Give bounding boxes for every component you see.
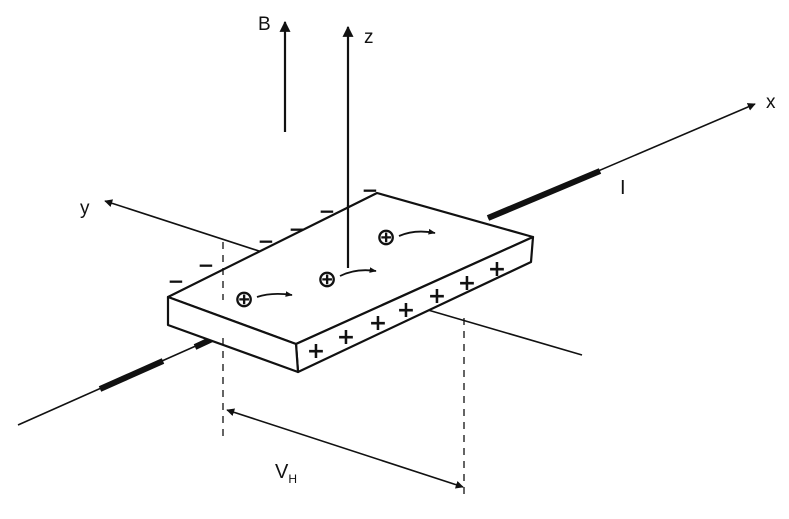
plus-sign: + <box>428 284 446 309</box>
x-axis-label: x <box>766 92 776 113</box>
y-axis-label: y <box>80 198 90 219</box>
negative-charges: − − − − − − <box>168 178 379 293</box>
hall-voltage-arrow <box>226 408 464 489</box>
hall-voltage-subscript: H <box>288 472 297 486</box>
positive-carrier-symbol: ⊕ <box>376 223 396 251</box>
x-axis <box>17 103 756 426</box>
projection-lines <box>222 242 465 496</box>
minus-sign: − <box>198 253 215 277</box>
positive-carrier-2: ⊕ <box>317 265 377 293</box>
plus-sign: + <box>397 298 415 323</box>
plus-sign: + <box>458 271 476 296</box>
plus-sign: + <box>307 339 325 364</box>
y-axis <box>104 199 583 356</box>
z-axis-label: z <box>364 27 374 48</box>
minus-sign: − <box>168 269 185 293</box>
hall-voltage-label: VH <box>275 461 297 486</box>
plus-sign: + <box>369 311 387 336</box>
current-label: I <box>620 177 626 199</box>
minus-sign: − <box>362 178 379 202</box>
plus-sign: + <box>337 325 355 350</box>
slab-side-face <box>166 295 300 374</box>
b-field-label: B <box>258 14 271 35</box>
positive-carrier-1: ⊕ <box>234 285 293 313</box>
positive-carrier-symbol: ⊕ <box>234 285 254 313</box>
minus-sign: − <box>258 229 275 253</box>
positive-carrier-symbol: ⊕ <box>317 265 337 293</box>
conductor-slab <box>166 191 535 374</box>
minus-sign: − <box>289 217 306 241</box>
plus-sign: + <box>488 257 506 282</box>
positive-carrier-3: ⊕ <box>376 223 436 251</box>
positive-charges: + + + + + + + <box>307 257 506 364</box>
minus-sign: − <box>319 199 336 223</box>
hall-voltage-main: V <box>275 461 289 483</box>
